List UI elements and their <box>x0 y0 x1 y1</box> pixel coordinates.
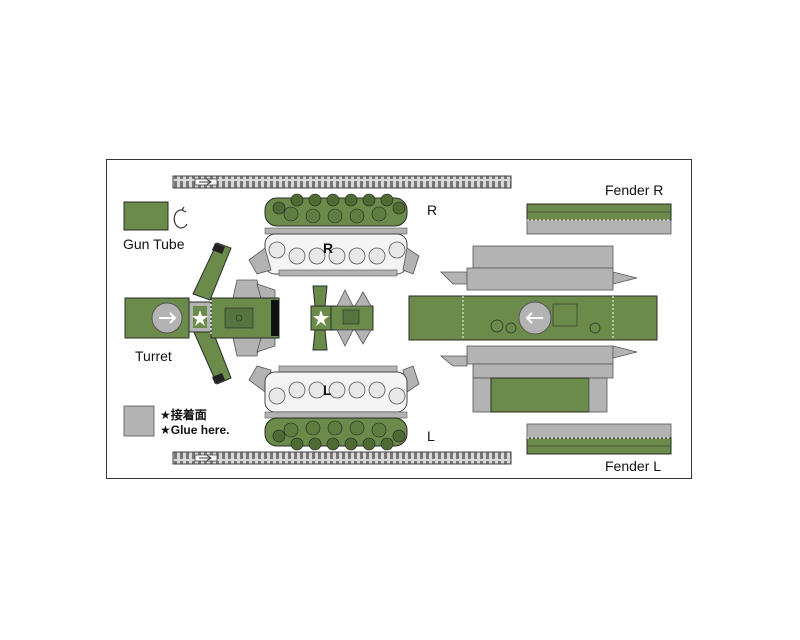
rotate-icon <box>173 206 188 229</box>
side-l-label: L <box>427 428 435 444</box>
suspension-right-part <box>248 193 420 277</box>
arrow-right-icon <box>199 455 212 461</box>
glue-legend-en: ★Glue here. <box>160 423 230 437</box>
suspension-left-part <box>248 365 420 451</box>
arrow-right-icon <box>159 312 177 324</box>
fender-r-label: Fender R <box>605 182 664 198</box>
papercraft-sheet: Gun Tube Turret Fender R Fender L R L R … <box>106 159 692 479</box>
gun-tube-part <box>123 201 188 231</box>
mantlet-part <box>310 285 374 351</box>
track-strip-bottom <box>172 451 512 465</box>
arrow-right-icon <box>199 179 212 185</box>
tank-papercraft-diagram <box>123 175 672 465</box>
mark-l-label: L <box>323 382 332 398</box>
turret-label: Turret <box>135 348 172 364</box>
track-strip-top <box>172 175 512 189</box>
fender-right-part <box>526 203 672 235</box>
glue-legend-jp: ★接着面 <box>160 408 207 422</box>
gun-tube-label: Gun Tube <box>123 236 185 252</box>
turret-part <box>124 242 280 385</box>
fender-left-part <box>526 423 672 455</box>
fender-l-label: Fender L <box>605 458 662 474</box>
star-icon <box>192 310 208 326</box>
hull-part <box>408 245 658 413</box>
arrow-left-icon <box>525 312 543 324</box>
side-r-label: R <box>427 202 438 218</box>
glue-swatch <box>123 405 155 437</box>
star-icon <box>313 310 329 326</box>
mark-r-label: R <box>323 240 334 256</box>
